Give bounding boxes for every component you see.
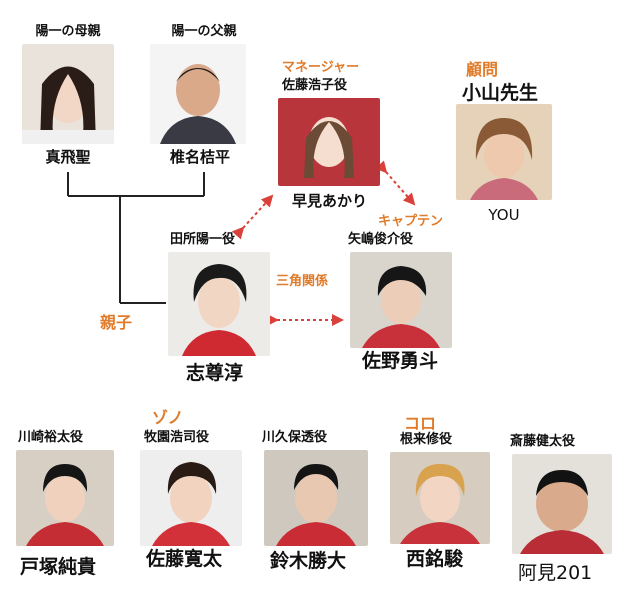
role-label-shu: 根来修役 bbox=[400, 432, 453, 447]
relation-label-sankaku: 三角関係 bbox=[276, 274, 329, 289]
photo-father bbox=[150, 44, 246, 144]
arrow-manager-shunsuke bbox=[374, 160, 416, 206]
role-label-kawakubo: 川久保透役 bbox=[262, 430, 328, 445]
role-label-shunsuke: 矢嶋俊介役 bbox=[348, 232, 414, 247]
role-label-yoichi: 田所陽一役 bbox=[170, 232, 236, 247]
actor-name-shu: 西銘駿 bbox=[406, 548, 464, 570]
photo-yuta bbox=[16, 450, 114, 546]
photo-shu bbox=[390, 452, 490, 544]
photo-manager bbox=[278, 98, 380, 186]
role-label-yuta: 川崎裕太役 bbox=[18, 430, 84, 445]
photo-kenta bbox=[512, 454, 612, 554]
actor-name-yoichi: 志尊淳 bbox=[186, 362, 244, 384]
role-label-kenta: 斎藤健太役 bbox=[510, 434, 576, 449]
actor-name-father: 椎名桔平 bbox=[169, 148, 230, 166]
role-label-manager: 佐藤浩子役 bbox=[282, 78, 348, 93]
parent-bracket-lines bbox=[67, 172, 205, 304]
photo-yoichi bbox=[168, 252, 270, 356]
role-label-father: 陽一の父親 bbox=[171, 24, 237, 39]
actor-name-manager: 早見あかり bbox=[292, 192, 368, 210]
actor-name-mother: 真飛聖 bbox=[45, 148, 91, 166]
photo-koji bbox=[140, 450, 242, 546]
actor-name-yuta: 戸塚純貴 bbox=[20, 556, 97, 578]
actor-name-kawakubo: 鈴木勝大 bbox=[270, 550, 347, 572]
tag-advisor: 顧問 bbox=[466, 60, 499, 79]
photo-mother bbox=[22, 44, 114, 144]
role-label-advisor: 小山先生 bbox=[462, 82, 539, 104]
tag-shunsuke: キャプテン bbox=[378, 214, 444, 229]
tag-koji: ゾノ bbox=[152, 408, 184, 427]
photo-kawakubo bbox=[264, 450, 368, 546]
photo-shunsuke bbox=[350, 252, 452, 348]
actor-name-koji: 佐藤寛太 bbox=[146, 548, 223, 570]
tag-shu: コロ bbox=[404, 414, 437, 433]
actor-name-shunsuke: 佐野勇斗 bbox=[362, 350, 439, 372]
relation-label-oyako: 親子 bbox=[100, 313, 133, 332]
role-label-mother: 陽一の母親 bbox=[35, 24, 101, 39]
actor-name-advisor: YOU bbox=[488, 206, 520, 224]
photo-advisor bbox=[456, 104, 552, 200]
arrow-yoichi-manager bbox=[231, 194, 274, 240]
tag-manager: マネージャー bbox=[282, 60, 360, 75]
actor-name-kenta: 阿見201 bbox=[518, 562, 593, 584]
role-label-koji: 牧園浩司役 bbox=[144, 430, 210, 445]
relationship-arrows bbox=[231, 160, 416, 326]
